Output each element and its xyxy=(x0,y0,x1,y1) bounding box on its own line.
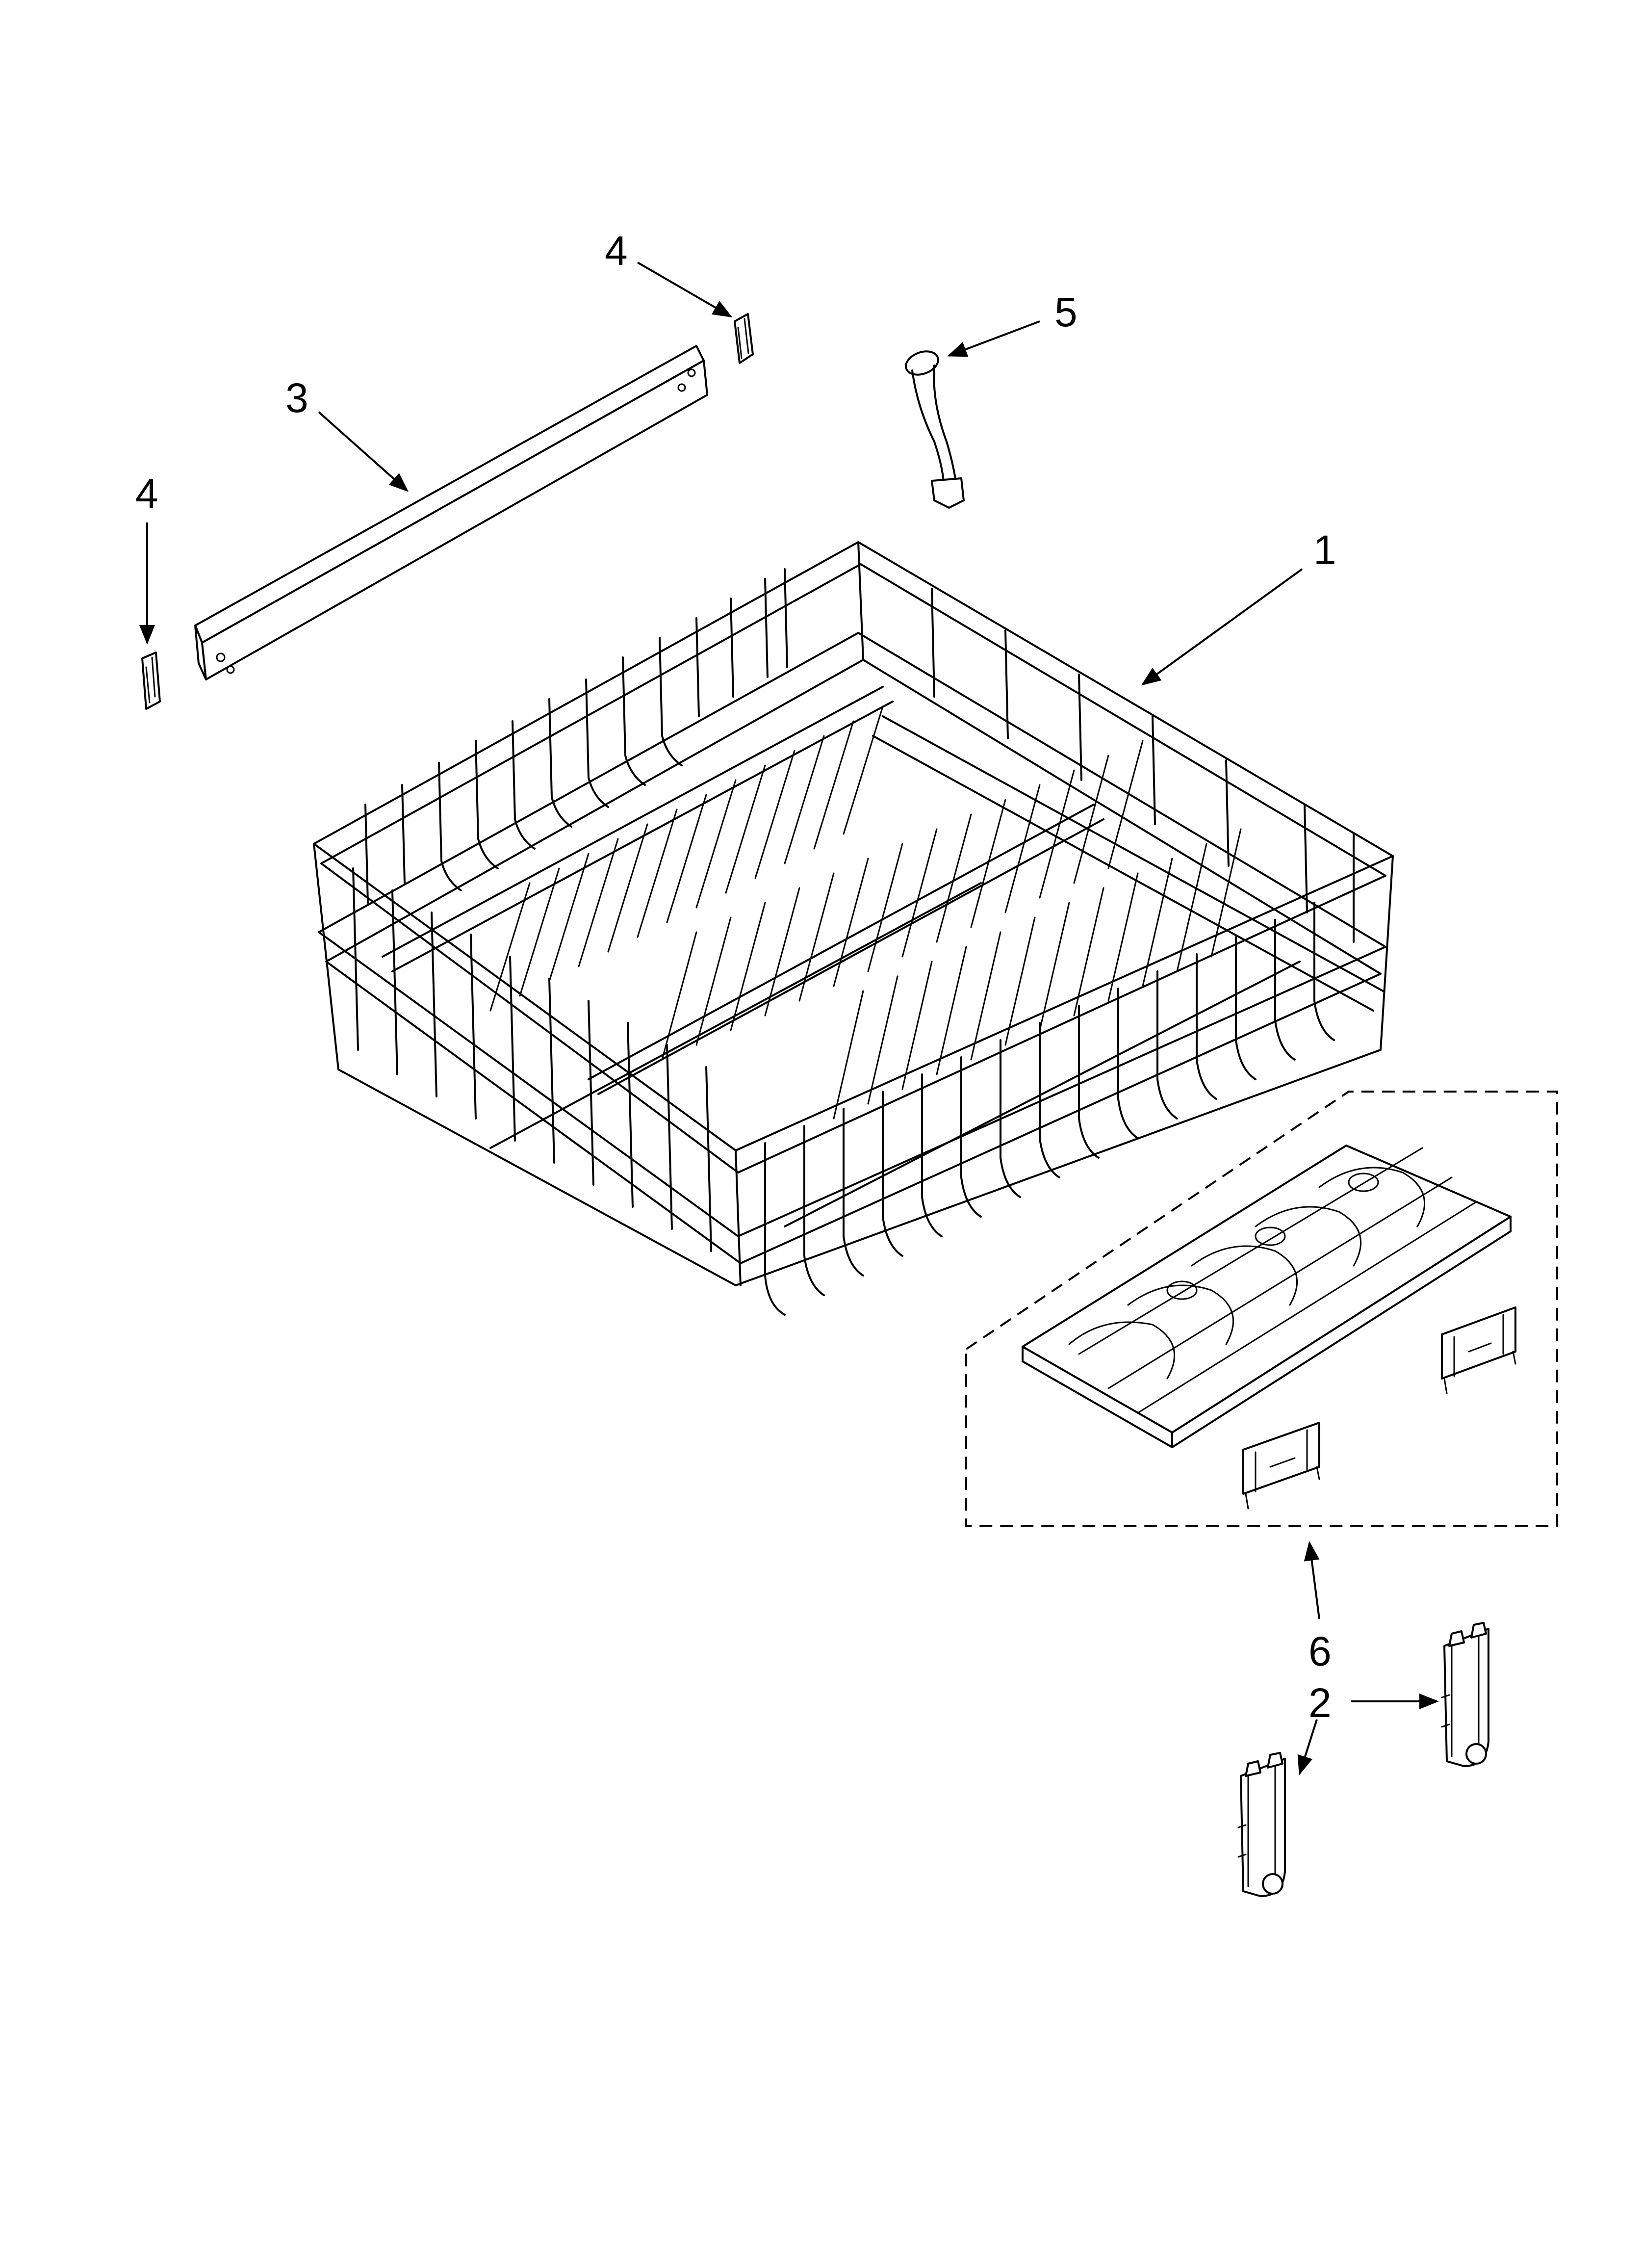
callout-6: 6 xyxy=(1308,1628,1332,1674)
callout-2: 2 xyxy=(1308,1680,1332,1726)
end-cap-top xyxy=(734,313,754,364)
clip-part-right xyxy=(1441,1622,1489,1767)
rack-front-tines xyxy=(764,902,1335,1316)
dish-rack xyxy=(313,541,1394,1316)
tray-part xyxy=(1022,1145,1512,1448)
rack-rails xyxy=(382,686,1384,1227)
clip-part-left xyxy=(1237,1752,1286,1897)
callout-3: 3 xyxy=(285,375,308,421)
rack-right-wall xyxy=(931,588,1355,943)
clip-box-lower xyxy=(1242,1422,1320,1510)
clip-box-right xyxy=(1441,1306,1516,1394)
callout-5: 5 xyxy=(1054,289,1078,335)
rack-interior-tines xyxy=(489,705,1242,1120)
latch-part xyxy=(905,350,965,509)
callout-1: 1 xyxy=(1313,527,1336,573)
rack-back-tines xyxy=(364,568,788,904)
callout-4-left: 4 xyxy=(135,470,158,517)
callout-4-top: 4 xyxy=(605,228,628,274)
rack-left-front xyxy=(352,867,712,1252)
leader-lines xyxy=(139,261,1439,1775)
rail-part xyxy=(194,345,708,680)
kit-box xyxy=(965,1091,1558,1527)
end-cap-left xyxy=(141,652,161,710)
